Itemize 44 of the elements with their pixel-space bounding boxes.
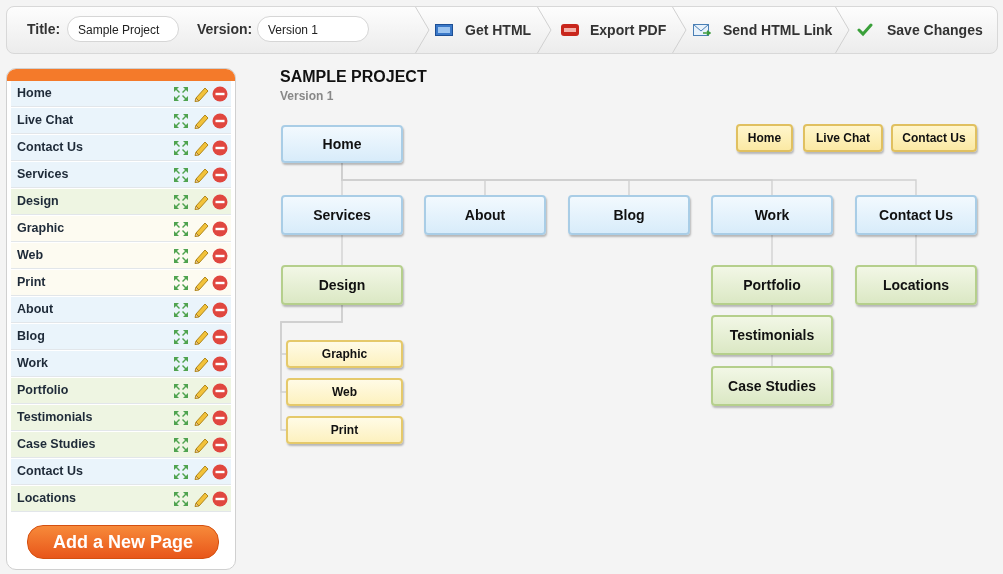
page-name: Graphic <box>17 220 65 237</box>
toolbar-link: Save Changes <box>887 21 983 40</box>
page-box: Services <box>281 195 403 235</box>
page-box: Portfolio <box>711 265 833 305</box>
page-name: Work <box>17 355 49 372</box>
input-field: Version 1 <box>257 16 369 42</box>
page-name: Testimonials <box>17 409 93 426</box>
page-box: Home <box>281 125 403 163</box>
page-box: Blog <box>568 195 690 235</box>
page-box: Design <box>281 265 403 305</box>
page-box: Work <box>711 195 833 235</box>
page-name: Web <box>17 247 44 264</box>
page-name: Home <box>17 85 52 102</box>
page-name: Live Chat <box>17 112 74 129</box>
page-box: Graphic <box>286 340 403 368</box>
page-name: Contact Us <box>17 139 83 156</box>
page-box: Locations <box>855 265 977 305</box>
utility-page-box: Live Chat <box>803 124 883 152</box>
utility-page-box: Contact Us <box>891 124 977 152</box>
page-name: Contact Us <box>17 463 83 480</box>
page-name: Case Studies <box>17 436 96 453</box>
page-box: Contact Us <box>855 195 977 235</box>
page-name: Blog <box>17 328 45 345</box>
page-box: Web <box>286 378 403 406</box>
field-label: Version: <box>197 21 253 37</box>
page-box: Print <box>286 416 403 444</box>
page-box: About <box>424 195 546 235</box>
diagram-title: SAMPLE PROJECT <box>280 68 427 86</box>
utility-page-box: Home <box>736 124 793 152</box>
toolbar-link: Get HTML <box>465 21 532 40</box>
toolbar-link: Send HTML Link <box>723 21 833 40</box>
page-name: About <box>17 301 54 318</box>
page-box: Case Studies <box>711 366 833 406</box>
page-box: Testimonials <box>711 315 833 355</box>
diagram-subtitle: Version 1 <box>280 89 334 103</box>
page-name: Locations <box>17 490 77 507</box>
page-name: Portfolio <box>17 382 69 399</box>
field-label: Title: <box>27 21 61 37</box>
page-name: Design <box>17 193 59 210</box>
page-name: Print <box>17 274 46 291</box>
input-field: Sample Project <box>67 16 179 42</box>
toolbar-link: Export PDF <box>590 21 667 40</box>
page-name: Services <box>17 166 69 183</box>
add-page-button: Add a New Page <box>27 525 219 559</box>
